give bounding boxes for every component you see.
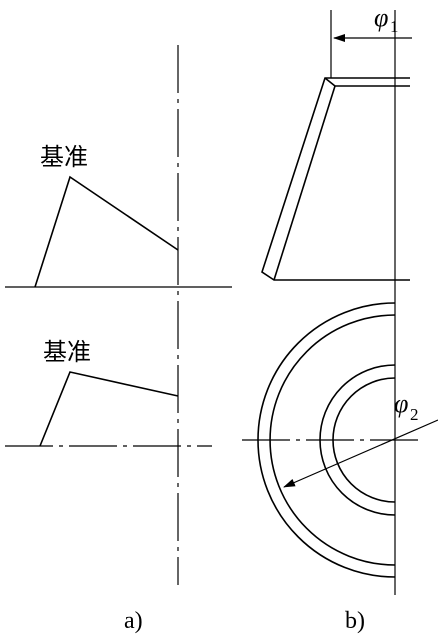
panel-a-lower-profile: [39, 371, 179, 447]
svg-text:φ: φ: [394, 389, 408, 418]
panel-a-caption: a): [124, 608, 143, 634]
panel-a-upper-datum-label: 基准: [40, 143, 88, 171]
svg-text:1: 1: [390, 17, 399, 36]
panel-a-upper-profile: [34, 175, 179, 288]
phi2-label: φ 2: [394, 389, 419, 424]
ring-arcs: [257, 302, 396, 578]
cone-tool-side-view: [261, 77, 410, 281]
svg-text:φ: φ: [374, 3, 388, 32]
panel-a-lower-datum-label: 基准: [43, 338, 91, 366]
phi2-arrow: [283, 419, 438, 488]
panel-b: φ 1 φ 2 b): [242, 3, 438, 634]
panel-b-caption: b): [345, 608, 365, 634]
panel-a: 基准 基准 a): [5, 45, 232, 634]
phi1-label: φ 1: [374, 3, 399, 36]
svg-text:2: 2: [410, 405, 419, 424]
